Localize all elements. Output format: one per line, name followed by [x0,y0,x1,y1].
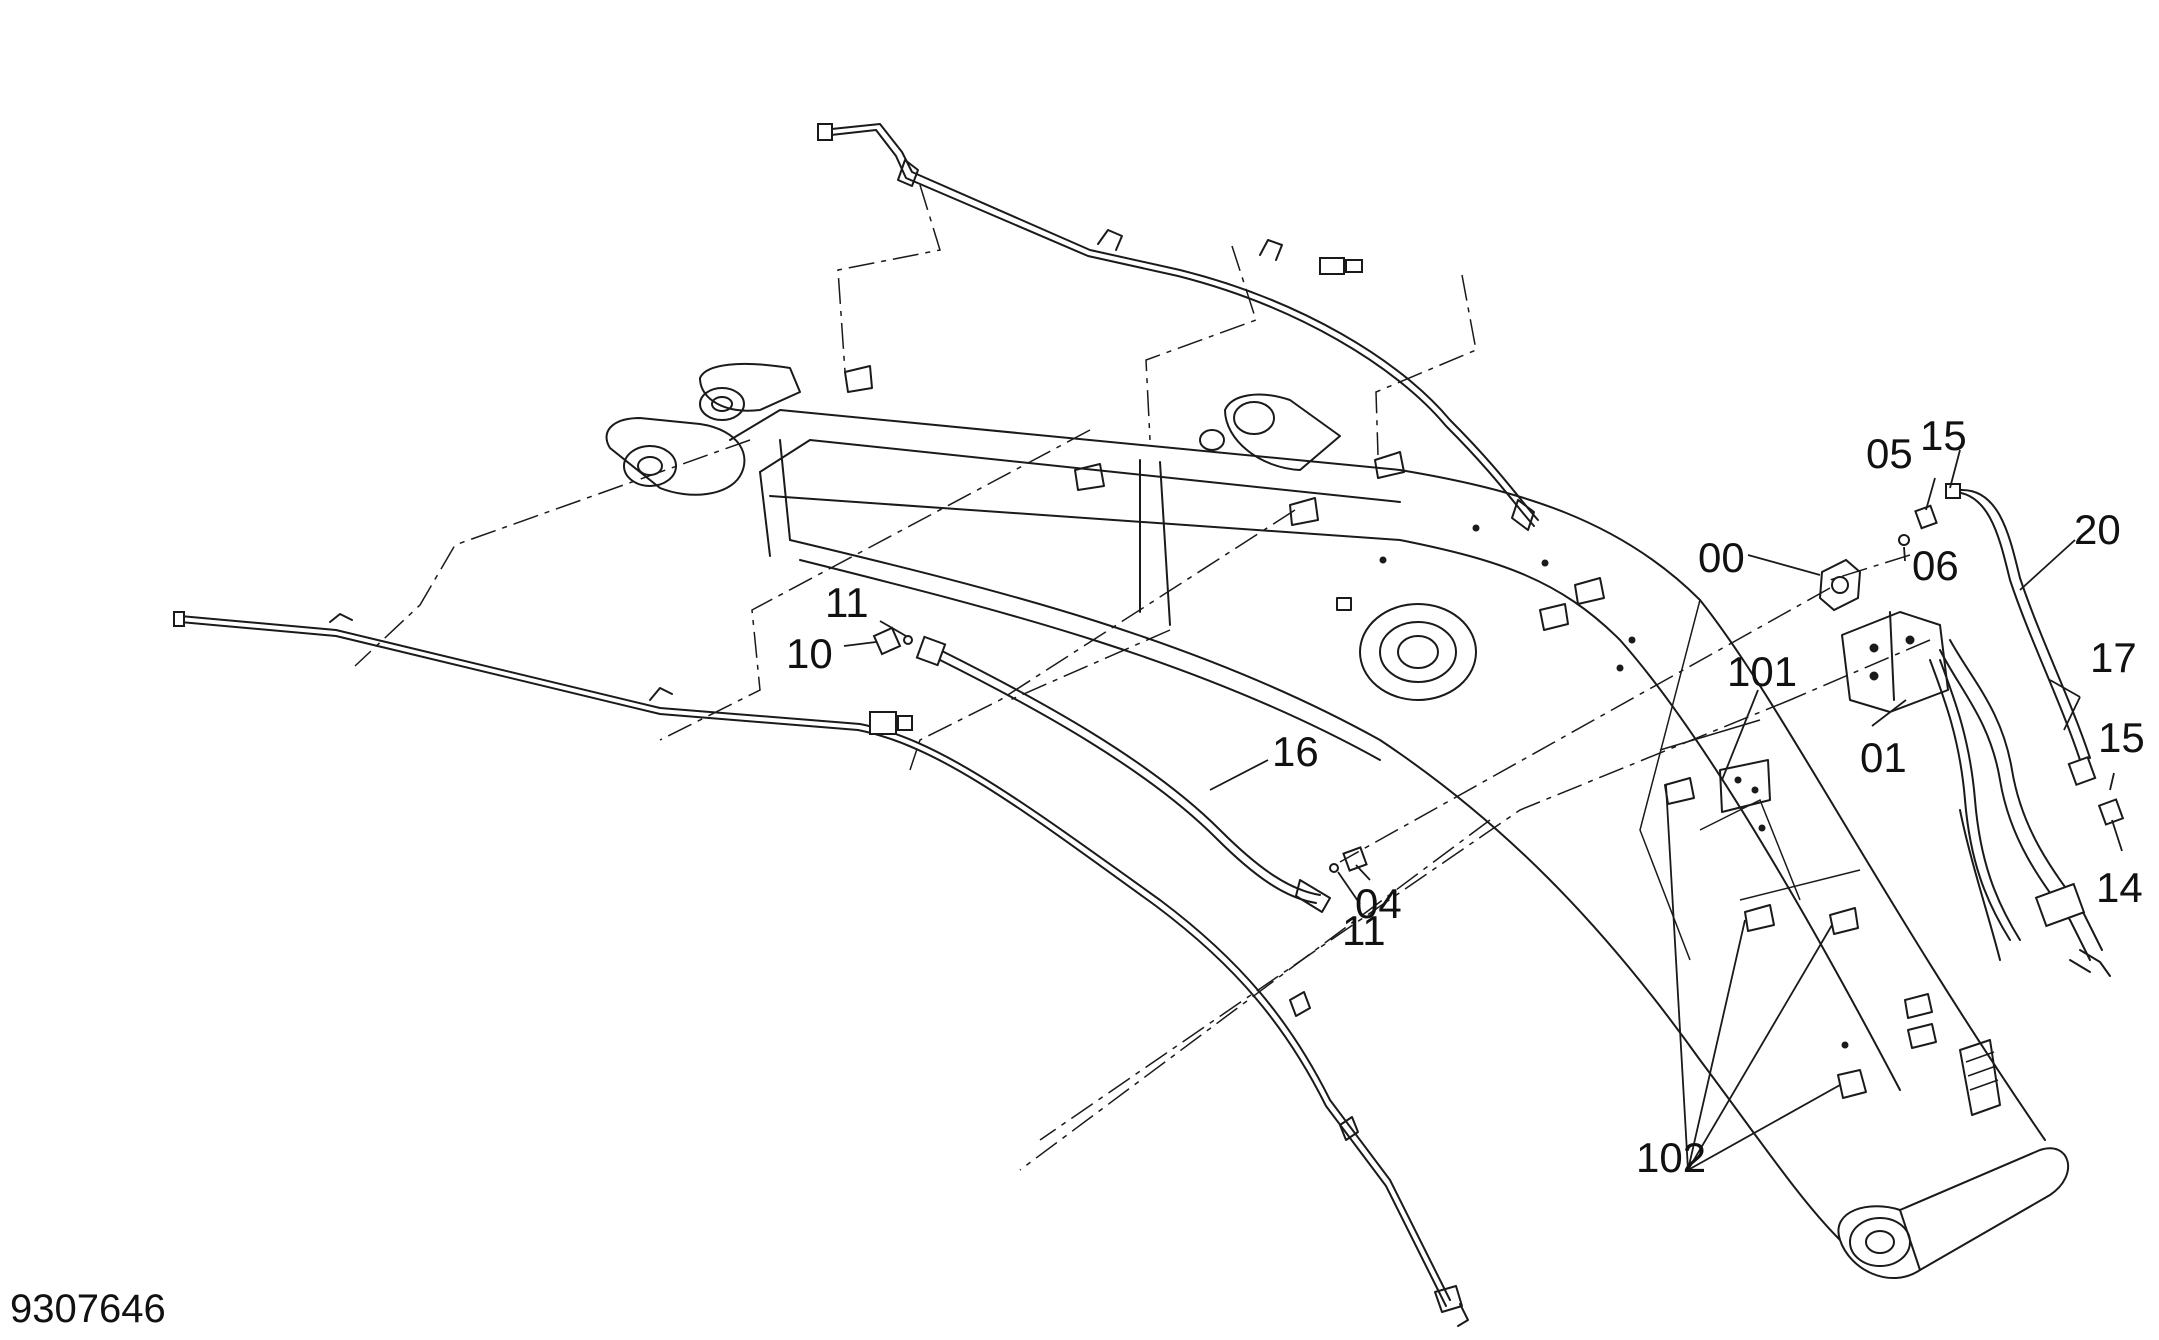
right-valve-assembly [1818,483,2125,977]
callout-16: 16 [1272,728,1319,775]
callout-00: 00 [1698,534,1745,581]
callout-labels: 00 01 04 05 06 10 11 11 14 15 15 16 17 2… [786,412,2145,1181]
hose-16 [915,635,1331,913]
callout-04: 04 [1355,880,1402,927]
callout-101: 101 [1727,648,1797,695]
callout-11-top: 11 [825,579,869,626]
callout-102: 102 [1636,1134,1706,1181]
fittings [872,626,1368,873]
callout-11-bottom: 11 [1342,907,1386,954]
callout-15-right: 15 [2098,714,2145,761]
callout-20: 20 [2074,506,2121,553]
callout-14: 14 [2096,864,2143,911]
document-number: 9307646 [10,1287,166,1331]
callout-06: 06 [1912,542,1959,589]
boom-body [605,362,2069,1280]
callout-15-top: 15 [1920,412,1967,459]
leader-lines [843,449,2123,1171]
callout-10: 10 [786,630,833,677]
callout-17: 17 [2090,634,2137,681]
assembly-centerlines [354,184,1931,1171]
upper-pipe-line [817,123,1539,531]
callout-01: 01 [1860,734,1907,781]
lower-pipe-line [173,611,1469,1327]
callout-05: 05 [1866,430,1913,477]
